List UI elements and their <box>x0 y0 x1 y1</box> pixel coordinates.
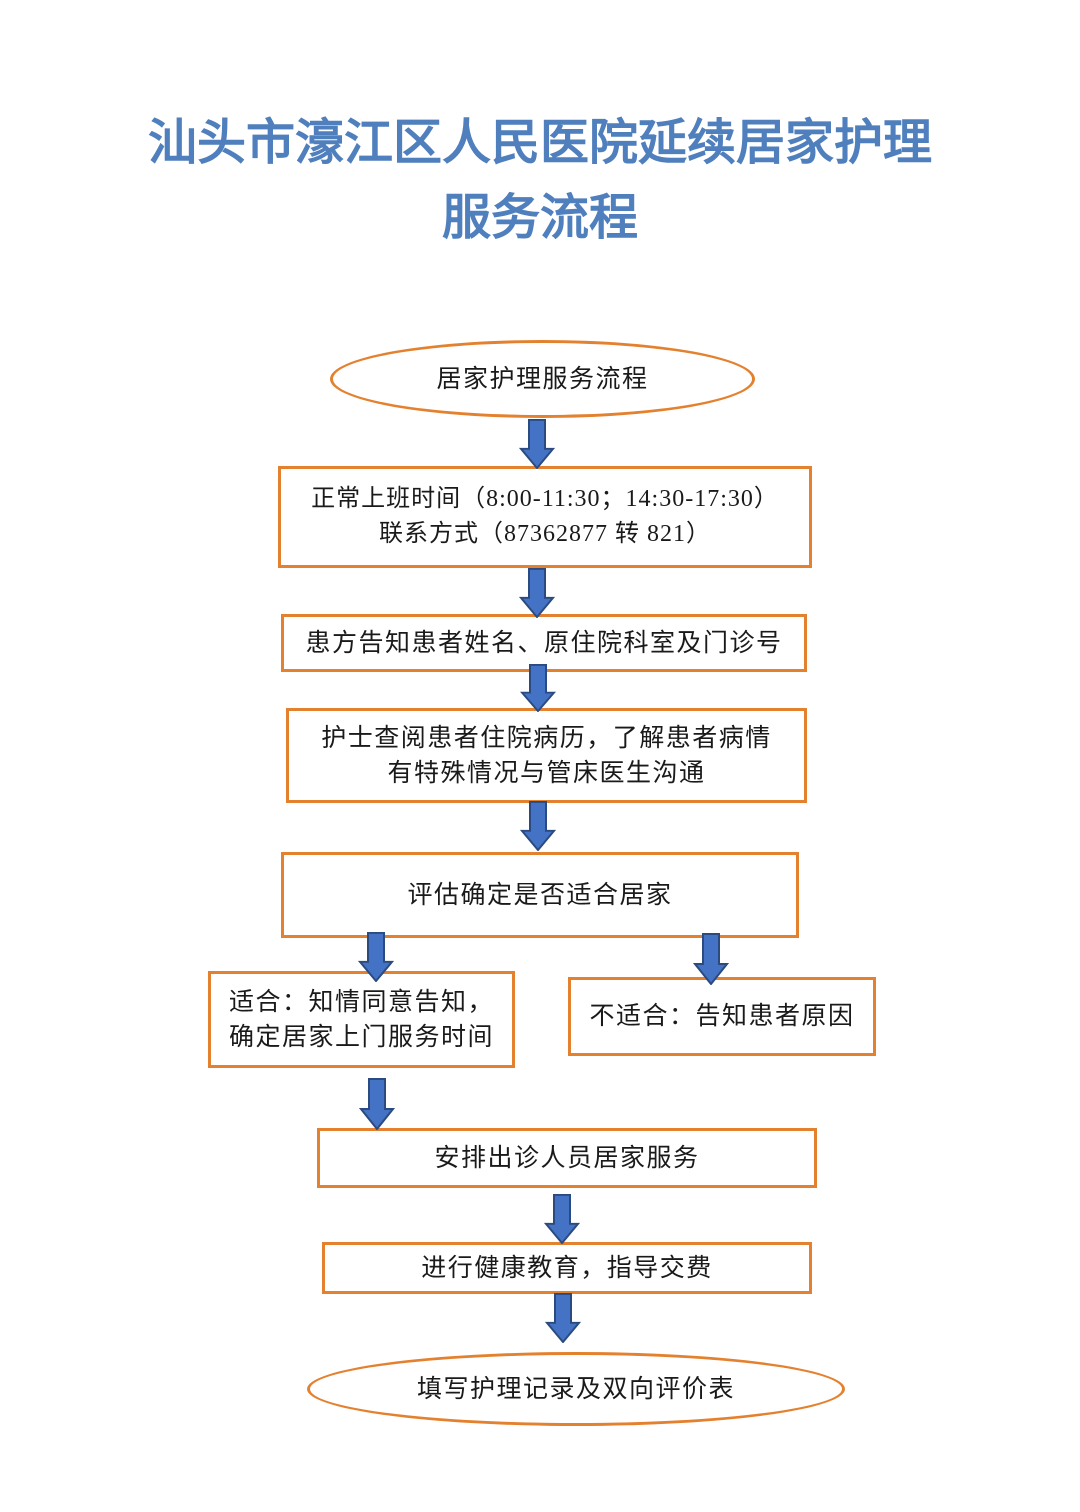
title-line-2: 服务流程 <box>441 188 638 246</box>
connector-arrow-assess-to-unsuitable <box>693 933 729 985</box>
working-hours-label: 正常上班时间（8:00-11:30；14:30-17:30） <box>311 486 779 512</box>
connector-arrow-start-to-hours <box>519 419 555 469</box>
working-hours-node: 正常上班时间（8:00-11:30；14:30-17:30） 联系方式（8736… <box>278 466 812 568</box>
unsuitable-branch-node: 不适合：告知患者原因 <box>568 977 876 1056</box>
end-node-label: 填写护理记录及双向评价表 <box>416 1375 735 1403</box>
connector-arrow-review-to-assess <box>520 801 556 851</box>
start-node: 居家护理服务流程 <box>330 340 755 418</box>
connector-arrow-inform-to-review <box>520 664 556 712</box>
patient-inform-node: 患方告知患者姓名、原住院科室及门诊号 <box>281 614 807 672</box>
arrange-visit-label: 安排出诊人员居家服务 <box>434 1144 700 1172</box>
connector-arrow-suitable-to-arrange <box>359 1078 395 1130</box>
assessment-label: 评估确定是否适合居家 <box>407 881 673 909</box>
title-line-1: 汕头市濠江区人民医院延续居家护理 <box>147 113 932 171</box>
page-title: 汕头市濠江区人民医院延续居家护理 服务流程 <box>0 105 1080 255</box>
connector-arrow-educate-to-end <box>545 1293 581 1343</box>
contact-label: 联系方式（87362877 转 821） <box>379 521 711 547</box>
record-review-node: 护士查阅患者住院病历，了解患者病情 有特殊情况与管床医生沟通 <box>286 708 807 803</box>
patient-inform-label: 患方告知患者姓名、原住院科室及门诊号 <box>305 629 783 657</box>
start-node-label: 居家护理服务流程 <box>436 365 649 393</box>
unsuitable-branch-label: 不适合：告知患者原因 <box>589 1003 855 1030</box>
suitable-branch-label-2: 确定居家上门服务时间 <box>228 1023 494 1051</box>
health-education-node: 进行健康教育，指导交费 <box>322 1242 812 1294</box>
suitable-branch-node: 适合：知情同意告知， 确定居家上门服务时间 <box>208 971 515 1068</box>
record-review-label-1: 护士查阅患者住院病历，了解患者病情 <box>321 724 772 752</box>
connector-arrow-hours-to-inform <box>519 568 555 618</box>
health-education-label: 进行健康教育，指导交费 <box>421 1254 713 1282</box>
connector-arrow-assess-to-suitable <box>358 932 394 982</box>
connector-arrow-arrange-to-educate <box>544 1194 580 1244</box>
arrange-visit-node: 安排出诊人员居家服务 <box>317 1128 817 1188</box>
assessment-node: 评估确定是否适合居家 <box>281 852 799 938</box>
suitable-branch-label-1: 适合：知情同意告知， <box>228 988 494 1016</box>
record-review-label-2: 有特殊情况与管床医生沟通 <box>387 759 706 787</box>
end-node: 填写护理记录及双向评价表 <box>307 1352 845 1426</box>
